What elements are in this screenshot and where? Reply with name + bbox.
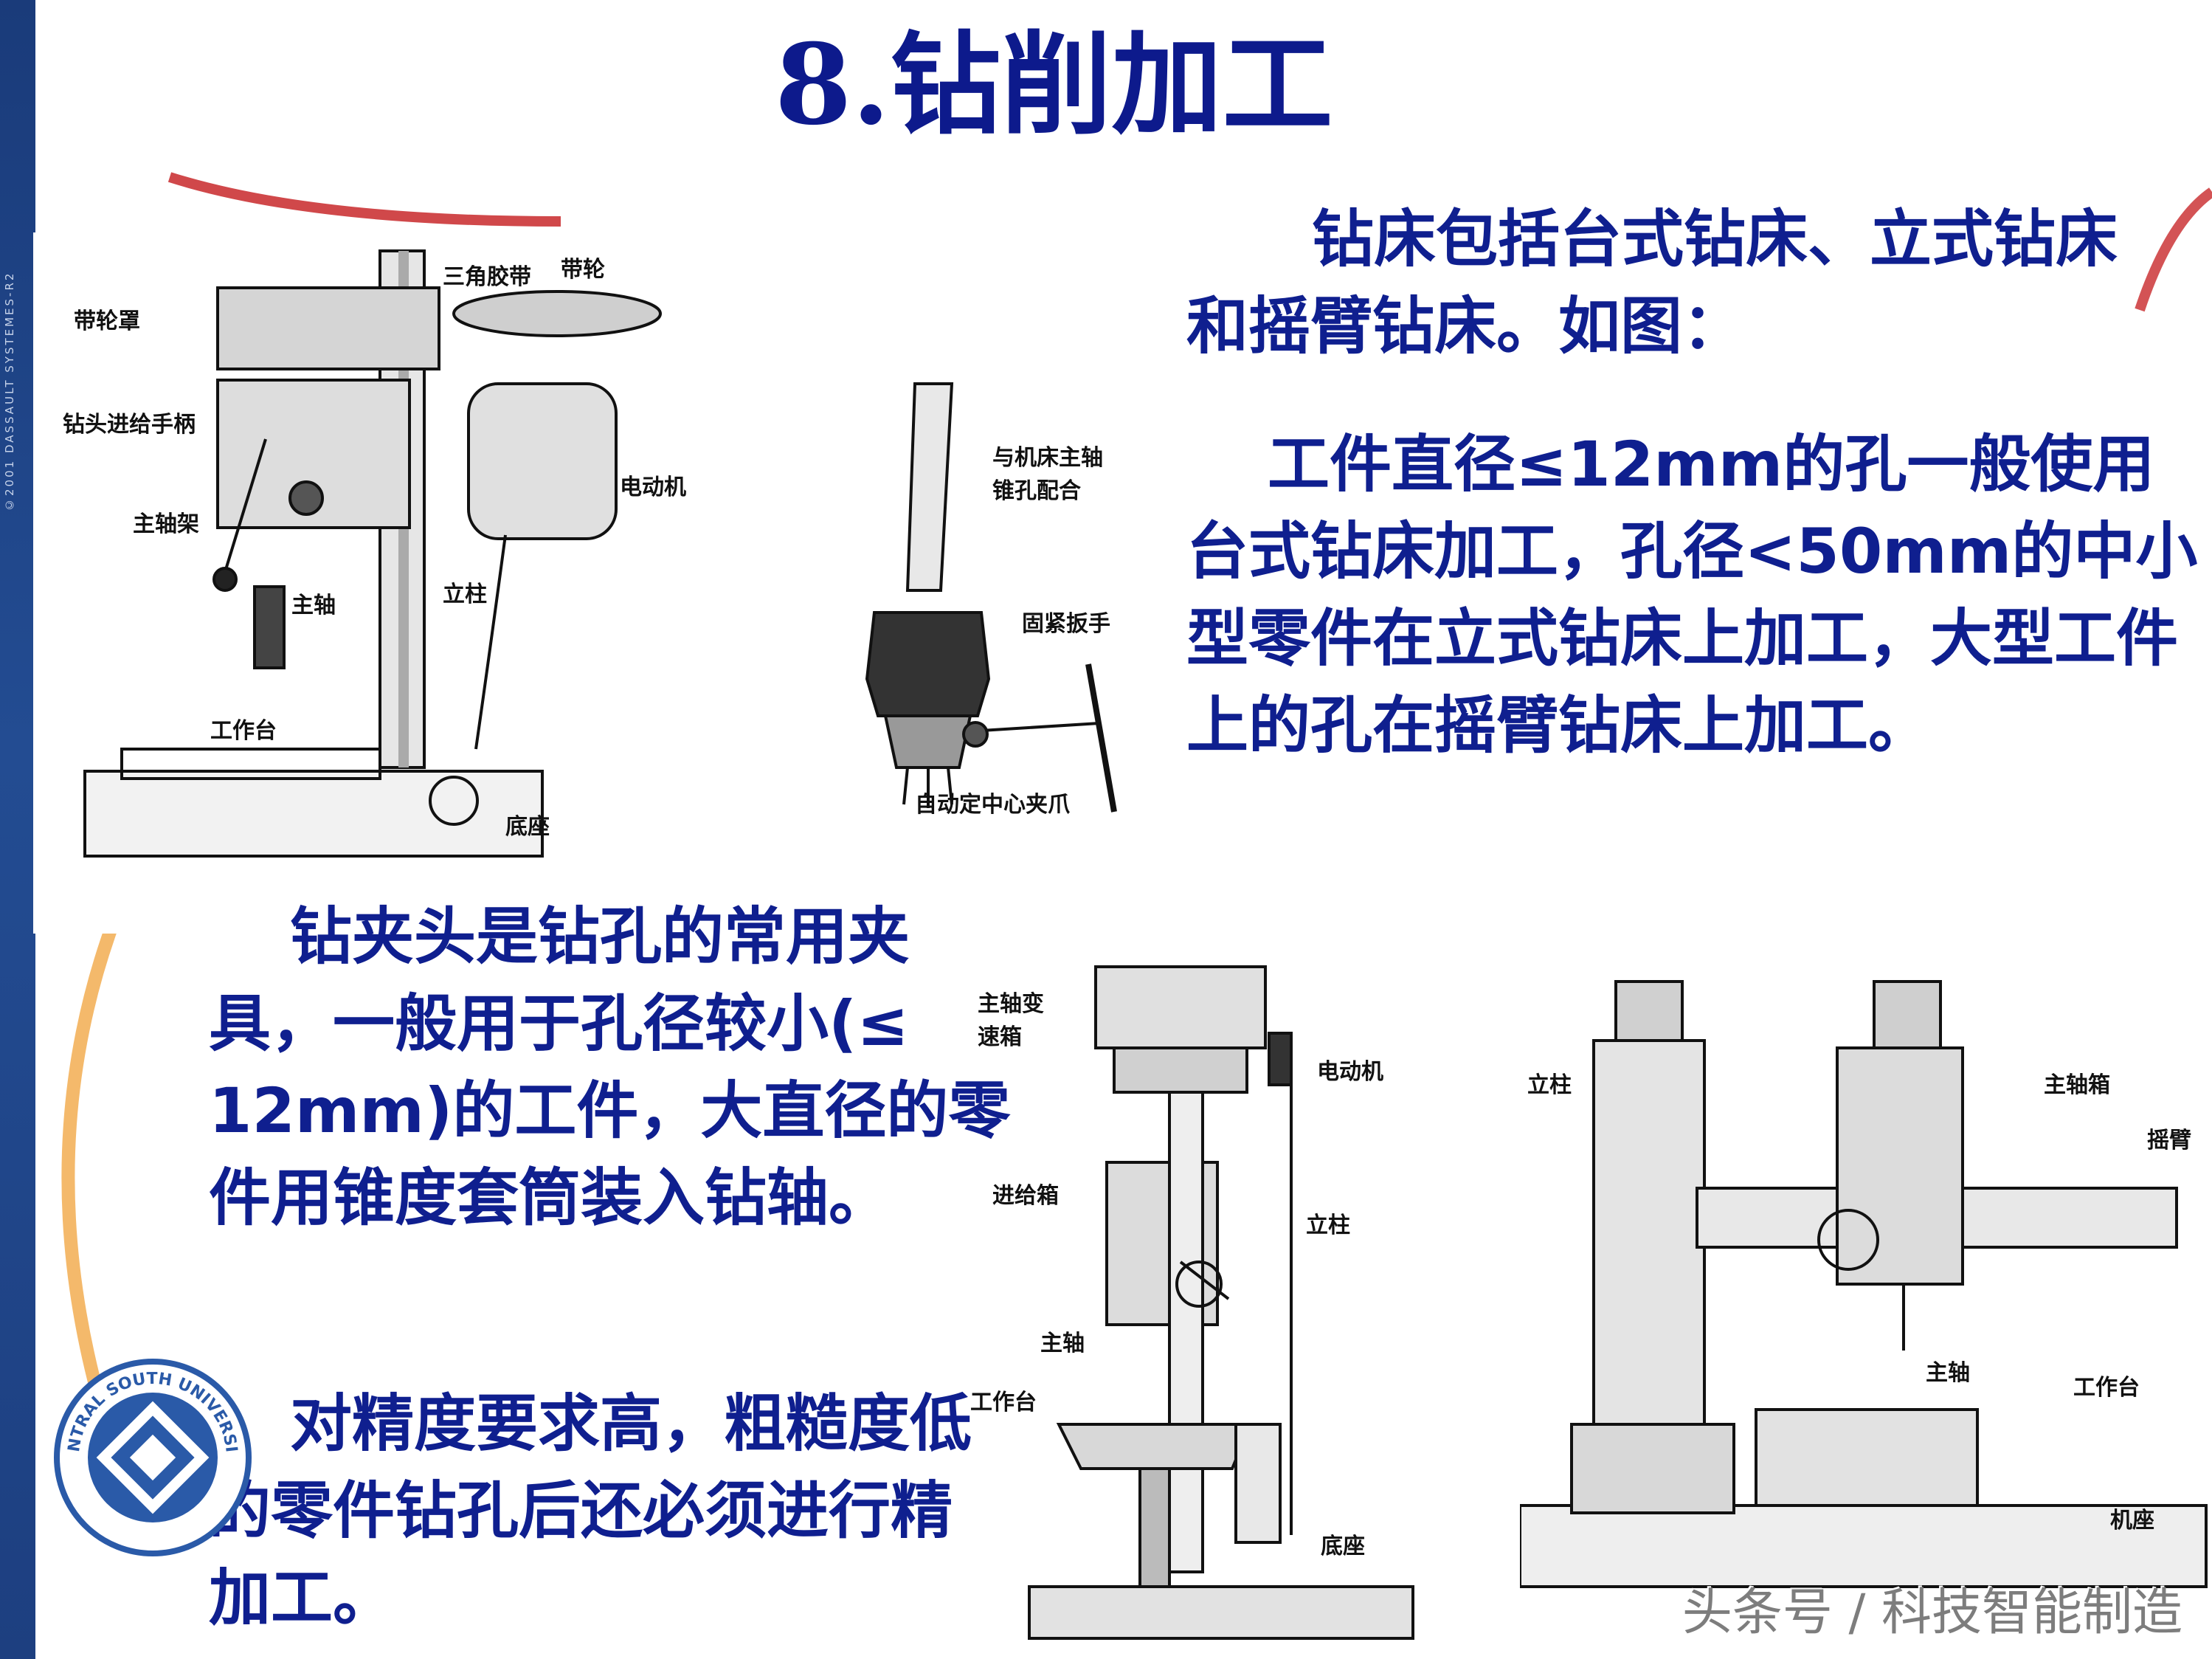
label-radial-arm: 摇臂 xyxy=(2147,1128,2191,1153)
label-base: 底座 xyxy=(505,814,550,840)
watermark: 头条号 / 科技智能制造 xyxy=(1682,1584,2182,1642)
label-base: 底座 xyxy=(1321,1534,1365,1559)
red-arc-top xyxy=(167,172,561,227)
paragraph-precision: 对精度要求高，粗糙度低的零件钻孔后还必须进行精加工。 xyxy=(209,1380,1013,1641)
vertical-drill-illustration: 主轴变 速箱 电动机 进给箱 立柱 主轴 工作台 底座 xyxy=(970,965,1414,1640)
paragraph-hole-sizes: 工件直径≤12mm的孔一般使用台式钻床加工，孔径<50mm的中小型零件在立式钻床… xyxy=(1186,421,2212,769)
drill-chuck-illustration: 与机床主轴 锥孔配合 固紧扳手 自动定中心夹爪 xyxy=(865,382,1117,818)
label-belt-cover: 带轮罩 xyxy=(74,308,140,334)
label-spindle: 主轴 xyxy=(291,593,336,618)
label-motor: 电动机 xyxy=(1317,1059,1383,1085)
paragraph-drill-types-text: 钻床包括台式钻床、立式钻床和摇臂钻床。如图： xyxy=(1186,203,2118,362)
left-brand-band: ©2001 DASSAULT SYSTEMES-R2 xyxy=(0,0,35,1659)
label-v-belt: 三角胶带 xyxy=(443,264,531,290)
red-arc-right xyxy=(2135,187,2212,312)
label-table: 工作台 xyxy=(2073,1375,2140,1401)
brand-text: ©2001 DASSAULT SYSTEMES-R2 xyxy=(3,271,16,511)
radial-drill-illustration: 立柱 主轴箱 摇臂 主轴 工作台 机座 xyxy=(1520,980,2208,1588)
paragraph-drill-chuck-text: 钻夹头是钻孔的常用夹具，一般用于孔径较小(≤ 12mm)的工件，大直径的零件用锥… xyxy=(209,900,1011,1234)
label-column: 立柱 xyxy=(443,582,487,607)
label-table: 工作台 xyxy=(970,1390,1037,1415)
label-pulley: 带轮 xyxy=(561,257,605,283)
label-taper-line2: 锥孔配合 xyxy=(992,478,1081,504)
label-tightening-key: 固紧扳手 xyxy=(1022,611,1110,637)
label-feed-handle: 钻头进给手柄 xyxy=(63,412,196,438)
label-spindle: 主轴 xyxy=(1926,1360,1970,1386)
paragraph-drill-chuck: 钻夹头是钻孔的常用夹具，一般用于孔径较小(≤ 12mm)的工件，大直径的零件用锥… xyxy=(209,893,1013,1241)
page-title: 8.钻削加工 xyxy=(775,20,1333,150)
label-column: 立柱 xyxy=(1527,1072,1572,1098)
label-taper-line1: 与机床主轴 xyxy=(992,445,1103,471)
paragraph-drill-types: 钻床包括台式钻床、立式钻床和摇臂钻床。如图： xyxy=(1186,196,2168,370)
paragraph-precision-text: 对精度要求高，粗糙度低的零件钻孔后还必须进行精加工。 xyxy=(209,1387,972,1634)
paragraph-hole-sizes-text: 工件直径≤12mm的孔一般使用台式钻床加工，孔径<50mm的中小型零件在立式钻床… xyxy=(1186,428,2198,762)
label-base: 机座 xyxy=(2110,1508,2154,1534)
label-speed-box-line1: 主轴变 xyxy=(978,991,1044,1017)
label-feed-box: 进给箱 xyxy=(992,1183,1059,1209)
label-spindle-frame: 主轴架 xyxy=(133,511,199,537)
label-table: 工作台 xyxy=(210,718,277,744)
bench-drill-illustration: 带轮罩 三角胶带 带轮 钻头进给手柄 电动机 主轴架 立柱 主轴 工作台 底座 xyxy=(33,232,771,934)
label-motor: 电动机 xyxy=(620,475,686,500)
label-column: 立柱 xyxy=(1306,1213,1350,1238)
label-spindle-box: 主轴箱 xyxy=(2044,1072,2110,1098)
label-spindle: 主轴 xyxy=(1040,1331,1085,1356)
label-self-centering-jaws: 自动定中心夹爪 xyxy=(915,792,1071,818)
university-logo: CENTRAL SOUTH UNIVERSITY xyxy=(52,1356,252,1556)
label-speed-box-line2: 速箱 xyxy=(978,1024,1022,1050)
